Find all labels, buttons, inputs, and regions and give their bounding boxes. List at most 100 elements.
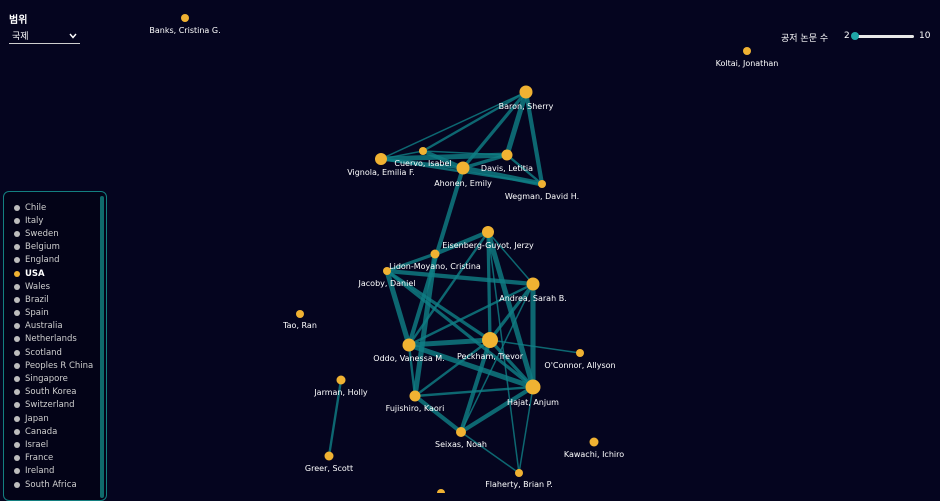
author-label: Cuervo, Isabel [394,159,451,168]
author-node[interactable]: Ahonen, Emily [434,161,492,189]
author-node-circle[interactable] [526,277,540,291]
country-item[interactable]: Ireland [14,465,93,478]
scope-select[interactable]: 국제 [9,28,80,44]
author-label: Andrea, Sarah B. [499,294,566,303]
author-node[interactable]: Peckham, Trevor [457,332,524,361]
collaboration-edge [506,154,543,185]
author-node[interactable]: Koltai, Jonathan [716,47,779,68]
country-dot-icon [14,376,20,383]
country-item[interactable]: Scotland [14,346,93,359]
author-node[interactable]: Flaherty, Brian P. [485,469,553,489]
collaboration-edge [489,339,581,354]
author-label: Fujishiro, Kaori [386,404,445,413]
author-node[interactable]: O'Connor, Allyson [544,349,616,370]
author-node-circle[interactable] [576,349,584,357]
country-item[interactable]: Switzerland [14,399,93,412]
author-node[interactable]: Lidon-Moyano, Cristina [389,249,481,272]
collaboration-edge [485,231,536,388]
author-node-circle[interactable] [324,451,334,461]
author-node[interactable]: Greer, Scott [305,451,353,474]
author-node-circle[interactable] [456,161,470,175]
collaboration-edges [327,90,581,474]
author-nodes[interactable]: Banks, Cristina G. Koltai, JonathanBaron,… [149,14,778,493]
author-node[interactable]: Andrea, Sarah B. [499,277,567,304]
author-node-circle[interactable] [419,147,427,155]
coauthor-slider-thumb[interactable] [851,32,859,40]
author-node-circle[interactable] [456,427,466,437]
author-node[interactable]: Hajat, Anjum [507,379,559,408]
author-node-circle[interactable] [336,375,346,385]
author-node-circle[interactable] [538,180,546,188]
author-node[interactable]: Davis, Letitia [481,149,533,174]
country-item[interactable]: Australia [14,320,93,333]
country-dot-icon [14,441,20,448]
country-item[interactable]: South Africa [14,478,93,491]
author-node-circle[interactable] [743,47,751,55]
collaboration-edge [488,338,535,389]
author-node[interactable]: Banks, Cristina G. [149,14,221,35]
author-node-circle[interactable] [430,249,440,259]
country-dot-icon [14,257,20,264]
coauthor-slider-max: 10 [919,31,931,41]
panel-scrollbar[interactable] [100,196,104,498]
author-node[interactable]: Oddo, Vanessa M. [373,338,445,364]
author-label: Vignola, Emilia F. [347,168,415,177]
author-node[interactable]: Kawachi, Ichiro [564,437,624,460]
country-item[interactable]: Israel [14,438,93,451]
author-node-circle[interactable] [525,379,541,395]
country-item[interactable]: Peoples R China [14,359,93,372]
author-node-circle[interactable] [501,149,513,161]
author-label: Baron, Sherry [499,102,554,111]
coauthor-slider-track[interactable] [854,35,914,38]
country-item[interactable]: South Korea [14,386,93,399]
country-item[interactable]: USA [14,267,93,280]
author-node[interactable] [437,489,445,493]
author-node-circle[interactable] [296,310,304,318]
country-item[interactable]: Canada [14,425,93,438]
country-item[interactable]: Singapore [14,372,93,385]
country-item[interactable]: Brazil [14,293,93,306]
country-dot-icon [14,402,20,409]
collaboration-edge [386,268,534,287]
country-item[interactable]: Italy [14,214,93,227]
country-item[interactable]: Sweden [14,227,93,240]
author-node[interactable]: Jacoby, Daniel [358,267,416,288]
country-item[interactable]: Japan [14,412,93,425]
coauthor-slider-min: 2 [844,31,850,41]
author-node[interactable]: Wegman, David H. [505,180,579,201]
author-node[interactable]: Seixas, Noah [435,427,487,449]
author-node[interactable]: Cuervo, Isabel [394,147,452,168]
author-node[interactable]: Tao, Ran [282,310,317,330]
author-node-circle[interactable] [409,390,421,402]
author-label: Jacoby, Daniel [358,279,416,288]
author-node[interactable]: Vignola, Emilia F. [347,153,415,177]
author-node-circle[interactable] [589,437,599,447]
country-dot-icon [14,468,20,475]
author-node[interactable]: Baron, Sherry [499,85,554,112]
country-label: Spain [25,308,49,319]
author-node-circle[interactable] [375,153,387,165]
country-item[interactable]: Wales [14,280,93,293]
country-item[interactable]: Belgium [14,241,93,254]
collaboration-edge [414,339,491,397]
author-node-circle[interactable] [383,267,391,275]
country-item[interactable]: England [14,254,93,267]
collaboration-edge [518,386,534,474]
author-node[interactable]: Eisenberg-Guyot, Jerzy [442,226,534,250]
author-node[interactable]: Jarman, Holly [313,375,368,398]
author-node[interactable]: Fujishiro, Kaori [386,390,445,414]
country-dot-icon [14,204,20,211]
author-node-circle[interactable] [482,226,494,238]
author-node-circle[interactable] [482,332,498,348]
author-node-circle[interactable] [402,338,416,352]
country-item[interactable]: Netherlands [14,333,93,346]
country-item[interactable]: Spain [14,307,93,320]
country-label: England [25,255,60,266]
country-item[interactable]: Chile [14,201,93,214]
author-node-circle[interactable] [515,469,523,477]
author-node-circle[interactable] [519,85,533,99]
collaboration-edge [385,269,535,389]
author-node-circle[interactable] [181,14,189,22]
country-item[interactable]: France [14,452,93,465]
